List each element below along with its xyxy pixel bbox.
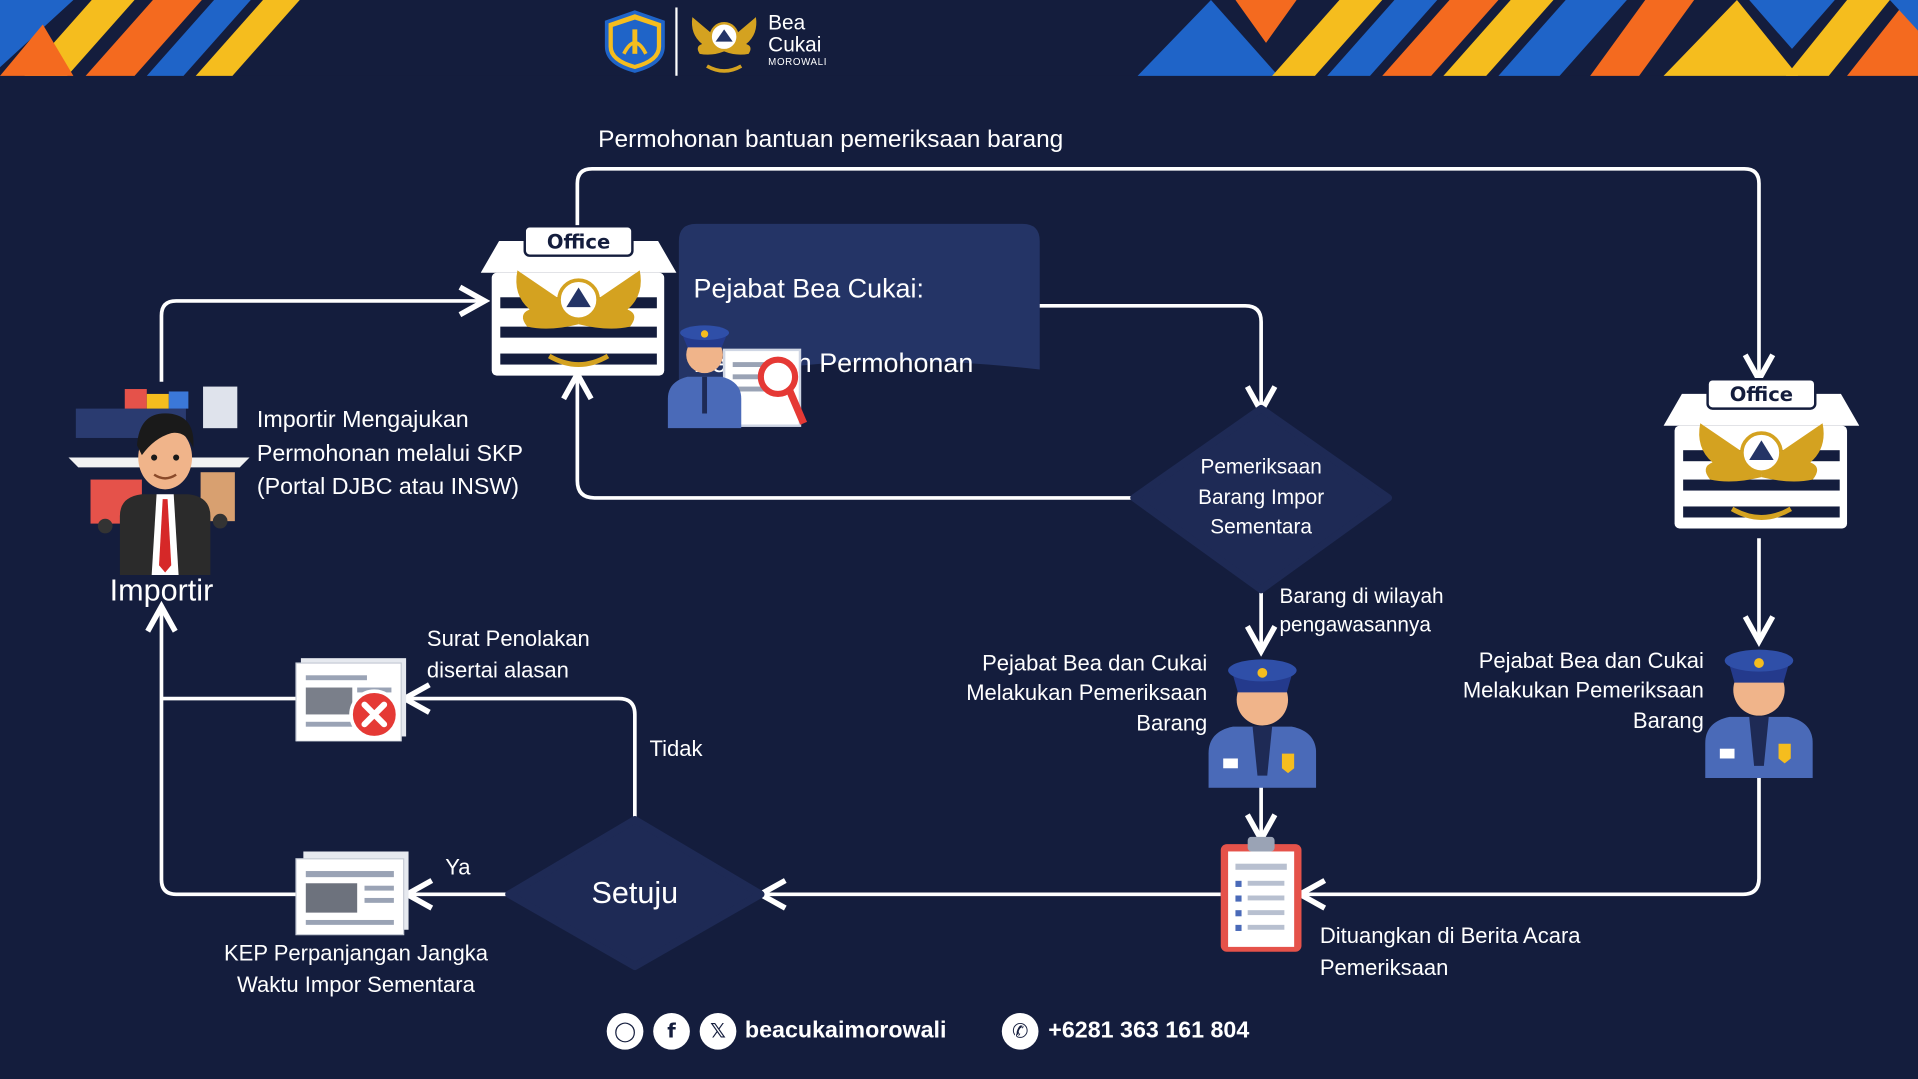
approval-label: KEP Perpanjangan Jangka Waktu Impor Seme… [223,940,488,998]
request-assistance-label: Permohonan bantuan pemeriksaan barang [598,126,1064,153]
importer-step-text: Importir Mengajukan Permohonan melalui S… [256,407,524,501]
officer-center-label: Pejabat Bea dan Cukai Melakukan Pemeriks… [966,650,1208,735]
decision-diamond [505,815,765,971]
logo-line-1: Bea [768,11,806,35]
header-logo-text: Bea Cukai MOROWALI [768,11,828,67]
logo-line-3: MOROWALI [768,55,828,67]
rejection-label: Surat Penolakan disertai alasan [426,626,590,683]
connector-importir-to-office [159,301,481,382]
facebook-icon[interactable]: f [653,1012,690,1050]
phone-number[interactable]: +6281 363 161 804 [1048,1017,1250,1044]
connector-inspection-to-office [577,377,1134,500]
review-panel [678,223,1040,387]
decision-diamond-text: Setuju [591,875,679,911]
report-clipboard-icon [1220,836,1302,952]
report-label: Dituangkan di Berita Acara Pemeriksaan [1319,923,1581,981]
office-left-sign: Office [547,230,610,253]
whatsapp-icon[interactable]: ✆ [1001,1012,1039,1050]
connector-approval-to-importir [161,609,297,897]
officer-right-icon [1705,649,1813,779]
x-icon[interactable]: 𝕏 [699,1012,737,1050]
connector-decision-no [407,699,637,820]
customs-office-right-icon: Office [1663,378,1860,529]
flow-lines [159,166,1761,897]
officer-center-icon [1208,659,1317,788]
yes-label: Ya [445,855,471,880]
social-handle[interactable]: beacukaimorowali [744,1017,947,1044]
inspection-diamond-text: Pemeriksaan Barang Impor Sementara [1198,455,1325,539]
connector-review-to-inspection [1037,304,1261,409]
approval-letter-icon [295,851,409,936]
customs-office-left-icon: Office [480,225,677,376]
connector-top-request [575,166,1759,377]
importer-label: Importir [109,573,214,609]
header-band [0,0,1918,76]
logo-line-2: Cukai [768,33,822,57]
officer-reviewing-icon [667,325,808,429]
kemenkeu-logo-icon [604,10,665,73]
review-panel-line-1: Pejabat Bea Cukai: [693,272,924,304]
bea-cukai-emblem-icon [691,17,757,73]
inspection-diamond [1130,404,1393,594]
connector-officer-right-to-report [1303,776,1761,894]
officer-right-label: Pejabat Bea dan Cukai Melakukan Pemeriks… [1462,648,1704,733]
region-label: Barang di wilayah pengawasannya [1279,584,1444,637]
rejection-letter-icon [295,658,407,742]
header-divider [675,7,678,76]
office-right-sign: Office [1730,383,1793,406]
no-label: Tidak [649,736,703,761]
instagram-icon[interactable]: ◯ [606,1012,644,1050]
importer-icon [68,386,250,575]
